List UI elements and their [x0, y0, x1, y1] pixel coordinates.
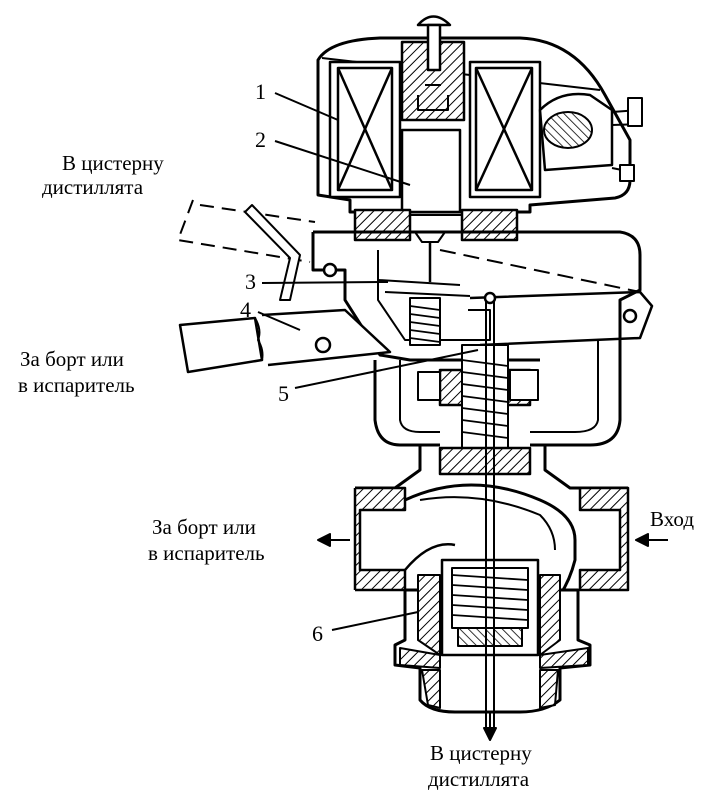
label-to-distillate-tank-bottom-1: В цистерну — [430, 741, 532, 765]
label-overboard-mid-1: За борт или — [20, 347, 124, 371]
pilot-frame — [177, 199, 654, 362]
label-overboard-mid-2: в испаритель — [18, 373, 135, 397]
callout-1: 1 — [255, 79, 266, 104]
label-inlet: Вход — [650, 507, 695, 531]
lever-4 — [178, 308, 392, 374]
solenoid-base — [353, 208, 519, 282]
callout-leaders — [257, 92, 479, 631]
label-to-distillate-tank-bottom-2: дистиллята — [428, 767, 530, 791]
valve-body — [353, 445, 630, 714]
label-overboard-low-2: в испаритель — [148, 541, 265, 565]
solenoid-housing — [316, 15, 643, 214]
flow-arrows — [317, 533, 668, 741]
label-to-distillate-tank-top-1: В цистерну — [62, 151, 164, 175]
central-stem — [485, 300, 495, 728]
label-overboard-low-1: За борт или — [152, 515, 256, 539]
callout-6: 6 — [312, 621, 323, 646]
callout-2: 2 — [255, 127, 266, 152]
callout-5: 5 — [278, 381, 289, 406]
label-to-distillate-tank-top-2: дистиллята — [42, 175, 144, 199]
callout-4: 4 — [240, 297, 251, 322]
callout-3: 3 — [245, 269, 256, 294]
